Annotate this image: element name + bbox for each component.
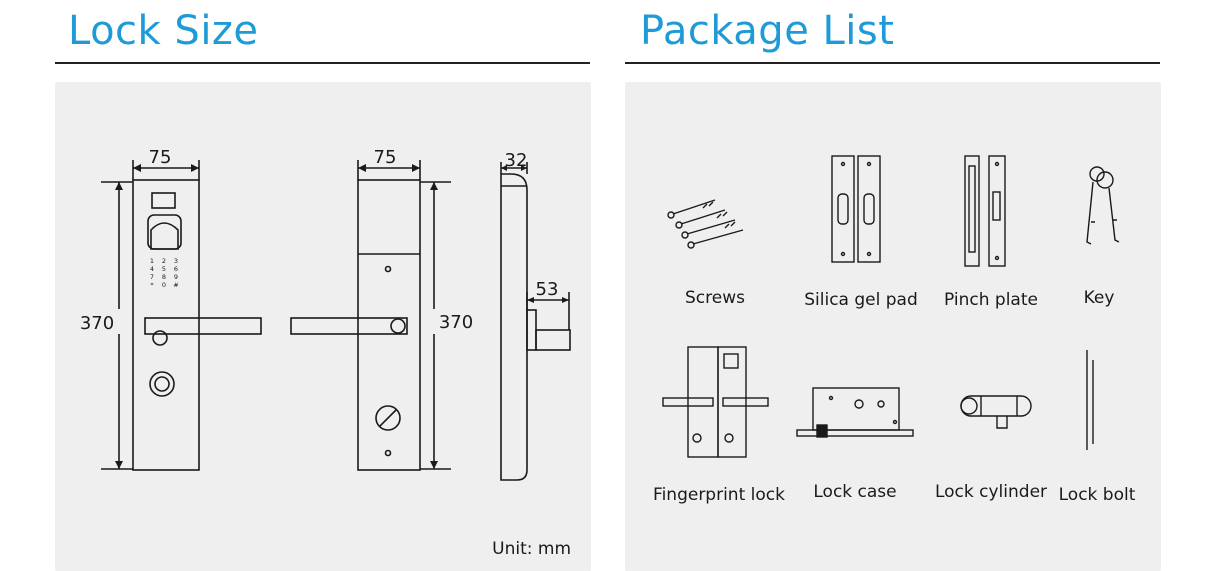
item-label-key: Key — [1083, 288, 1115, 308]
lock-cylinder-icon — [960, 395, 1032, 429]
handle-projection-label: 53 — [536, 279, 559, 300]
keypad-key: 1 — [150, 257, 154, 265]
front-width-label: 75 — [149, 147, 172, 168]
item-label-lock-cylinder: Lock cylinder — [934, 482, 1048, 502]
keypad-key: * — [150, 281, 154, 289]
item-label-screws: Screws — [685, 288, 745, 308]
back-view-drawing — [290, 160, 451, 471]
item-label-fingerprint-lock: Fingerprint lock — [653, 485, 785, 505]
lock-bolt-icon — [1086, 350, 1094, 450]
front-view-drawing — [101, 160, 262, 471]
keypad-key: 2 — [162, 257, 166, 265]
lock-case-icon — [796, 387, 914, 438]
unit-note: Unit: mm — [492, 539, 571, 559]
keypad-key: 7 — [150, 273, 154, 281]
fingerprint-lock-icon — [662, 346, 769, 458]
keypad-key: 0 — [162, 281, 166, 289]
package-list-divider — [625, 62, 1160, 64]
item-label-lock-bolt: Lock bolt — [1058, 485, 1136, 505]
keypad-key: 4 — [150, 265, 154, 273]
back-width-label: 75 — [374, 147, 397, 168]
package-list-panel: Screws Silica gel pad Pinch plate Key Fi… — [625, 82, 1161, 571]
lock-dimension-drawing: 123 456 789 * 0 # 75 370 75 370 32 53 — [80, 147, 571, 481]
keypad-key: 3 — [174, 257, 178, 265]
lock-size-title: Lock Size — [68, 8, 259, 54]
keypad-key: 5 — [162, 265, 166, 273]
keypad-key: # — [173, 281, 178, 289]
side-thickness-label: 32 — [505, 150, 528, 171]
screws-icon — [667, 199, 744, 249]
key-icon — [1086, 166, 1120, 245]
item-label-silica-gel-pad: Silica gel pad — [804, 290, 918, 310]
pinch-plate-icon — [964, 155, 1006, 267]
silica-gel-pad-icon — [831, 155, 881, 263]
keypad-key: 9 — [174, 273, 178, 281]
back-height-label: 370 — [439, 312, 473, 333]
package-list-title: Package List — [640, 8, 895, 54]
keypad-key: 8 — [162, 273, 166, 281]
item-label-pinch-plate: Pinch plate — [944, 290, 1038, 310]
front-height-label: 370 — [80, 313, 114, 334]
side-view-drawing — [500, 162, 571, 481]
lock-size-divider — [55, 62, 590, 64]
keypad-key: 6 — [174, 265, 178, 273]
package-items-drawing — [662, 155, 1120, 458]
item-label-lock-case: Lock case — [813, 482, 897, 502]
